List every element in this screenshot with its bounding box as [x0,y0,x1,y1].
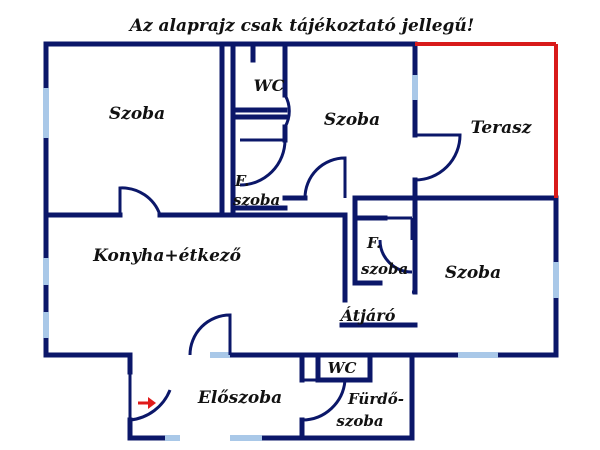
room-label-wc-bottom: WC [328,359,357,377]
door-bathroom [301,378,347,422]
room-label-bath-mid-2: szoba [361,260,408,278]
door-bath-mid-frame [385,216,414,240]
room-label-center: Szoba [324,110,380,130]
door-wc-top [283,94,291,128]
room-label-bathroom-1: Fürdő- [347,390,404,408]
walls [43,41,559,441]
door-terrace [414,133,462,182]
door-bath-top [239,138,287,187]
door-bath-mid [378,239,413,274]
room-label-corridor: Átjáró [339,305,396,325]
room-label-terrace: Terasz [471,118,532,138]
room-label-bath-mid-1: F. [366,234,381,252]
room-label-east: Szoba [445,263,501,283]
room-label-kitchen: Konyha+étkező [92,246,242,266]
room-label-bath-top-1: F. [234,172,249,190]
room-label-bathroom-2: szoba [336,412,383,430]
terrace-edge [415,42,558,198]
room-label-wc-top: WC [254,76,285,95]
entrance-arrow-icon [138,397,156,409]
door-center-room [303,156,347,199]
door-nw-room [118,186,162,216]
room-label-bath-top-2: szoba [233,191,280,209]
room-label-nw: Szoba [109,104,165,124]
disclaimer-note: Az alaprajz csak tájékoztató jellegű! [128,16,474,36]
windows [43,75,559,441]
room-label-hall: Előszoba [197,388,282,408]
doors [118,94,462,422]
door-hall-kitchen [188,313,232,356]
door-entrance [128,372,172,422]
